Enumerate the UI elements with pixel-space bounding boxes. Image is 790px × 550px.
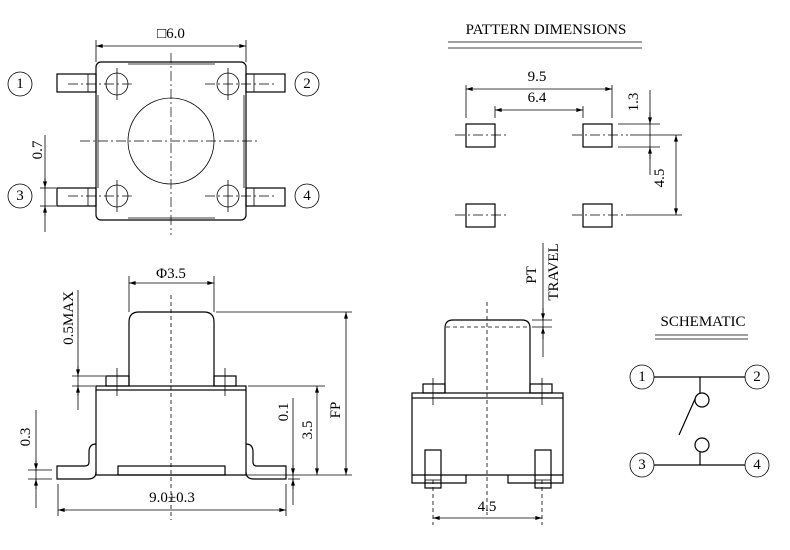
svg-text:4: 4 (753, 457, 761, 473)
svg-text:3: 3 (638, 457, 646, 473)
standoff-dimension: 0.1 (276, 403, 292, 422)
travel-label: TRAVEL (546, 243, 562, 300)
footprint-pads (465, 123, 613, 228)
front-pitch-dimension: 4.5 (478, 499, 497, 515)
pattern-dimensions: PATTERN DIMENSIONS 9.5 6.4 1.3 4.5 (448, 22, 682, 228)
svg-text:4: 4 (303, 188, 311, 204)
schematic-pin-4: 4 (744, 452, 770, 478)
overtravel-dimension: 0.5MAX (61, 291, 77, 345)
top-width-dimension: □6.0 (157, 26, 185, 42)
pin-label-4: 4 (294, 183, 320, 209)
svg-text:2: 2 (753, 369, 761, 385)
body-height-dimension: 3.5 (300, 421, 316, 440)
front-view: 4.5 PT TRAVEL (411, 243, 564, 525)
total-height-dimension: FP (328, 402, 344, 419)
svg-text:1: 1 (638, 369, 646, 385)
pin-label-2: 2 (294, 71, 320, 97)
overall-width-dimension: 9.0±0.3 (149, 490, 195, 506)
svg-text:3: 3 (16, 188, 24, 204)
schematic: SCHEMATIC 1 2 3 4 (629, 314, 770, 478)
top-view: □6.0 0.7 1 2 3 4 (7, 26, 320, 235)
pattern-outer-dimension: 9.5 (528, 69, 547, 85)
pin-label-3: 3 (7, 183, 33, 209)
pin-pitch-dimension: 0.7 (30, 140, 46, 159)
schematic-pin-2: 2 (744, 364, 770, 390)
lead-thickness-dimension: 0.3 (18, 428, 34, 447)
schematic-title: SCHEMATIC (660, 314, 745, 330)
pt-label: PT (524, 266, 540, 284)
pad-pitch-dimension: 4.5 (652, 169, 668, 188)
schematic-pin-1: 1 (629, 364, 655, 390)
side-view: Φ3.5 0.5MAX 0.3 9.0±0.3 0.1 3.5 FP (18, 266, 352, 520)
svg-text:1: 1 (16, 76, 24, 92)
schematic-pin-3: 3 (629, 452, 655, 478)
pin-label-1: 1 (7, 71, 33, 97)
plunger-diameter-dimension: Φ3.5 (156, 266, 186, 282)
pad-size-dimension: 1.3 (626, 93, 642, 112)
pattern-inner-dimension: 6.4 (528, 90, 547, 106)
pattern-title: PATTERN DIMENSIONS (466, 22, 627, 38)
svg-text:2: 2 (303, 76, 311, 92)
